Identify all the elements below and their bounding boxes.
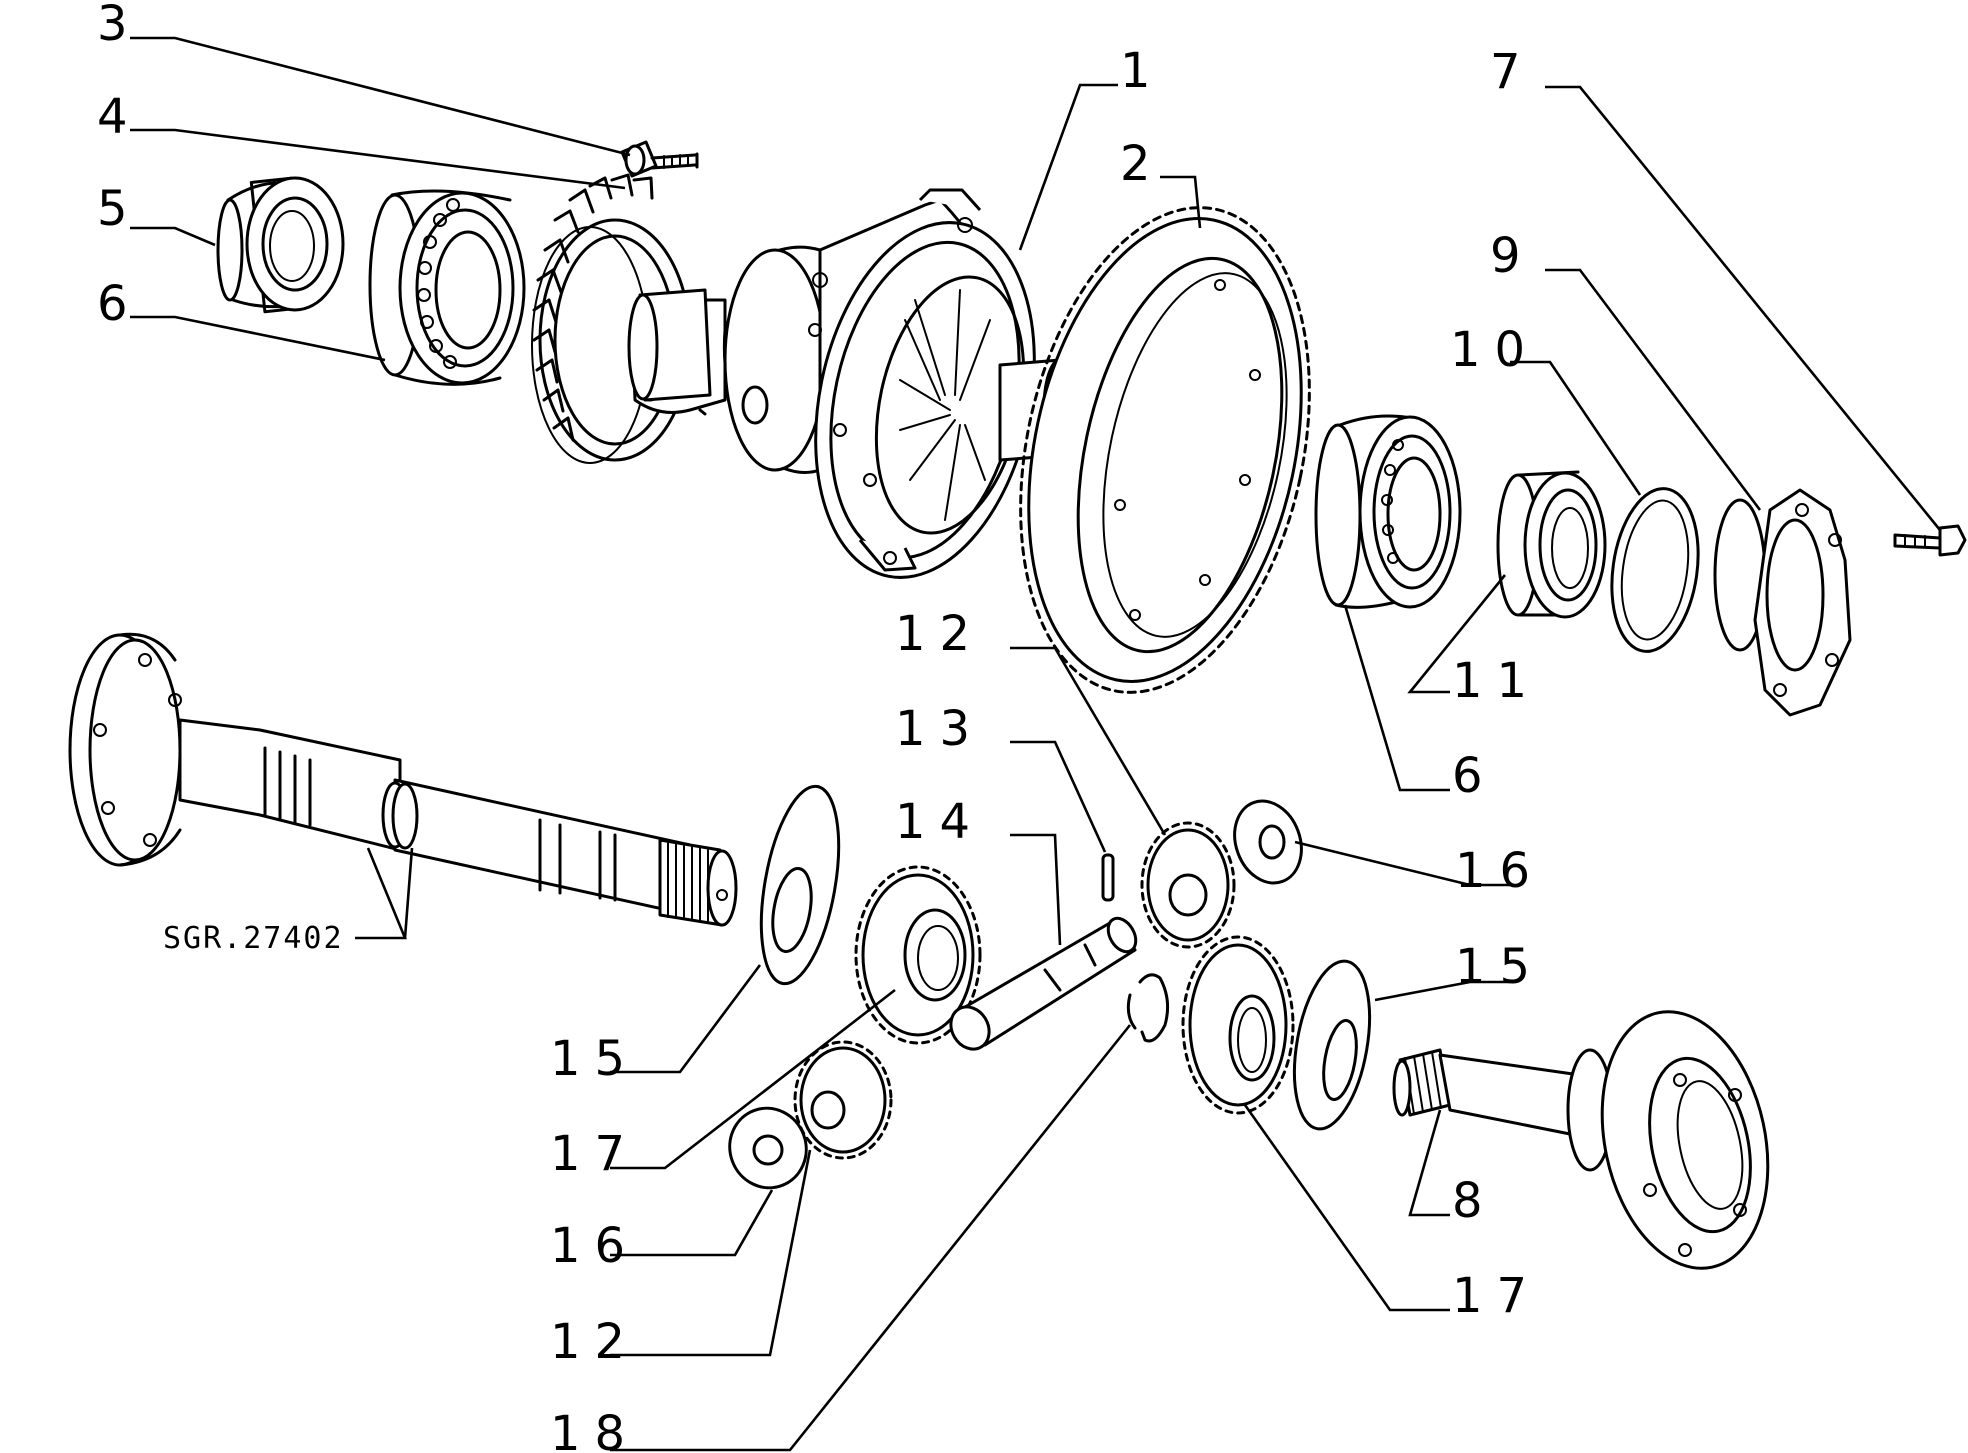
part-12-pinion-upper xyxy=(1140,821,1236,949)
part-14-pinion-shaft xyxy=(949,916,1138,1051)
part-2-ring-gear xyxy=(1019,206,1311,694)
callout-16-upper: 16 xyxy=(1455,843,1544,899)
callout-10: 10 xyxy=(1450,322,1539,378)
part-6-taper-bearing-top xyxy=(368,189,526,386)
callout-9: 9 xyxy=(1490,228,1535,284)
callout-2: 2 xyxy=(1120,136,1165,192)
part-15-washer-left xyxy=(759,784,841,986)
callout-15-left: 15 xyxy=(550,1031,639,1087)
part-16-washer-upper xyxy=(1233,799,1303,885)
callout-7: 7 xyxy=(1490,44,1535,100)
part-15-washer-right xyxy=(1293,959,1371,1131)
callout-18: 18 xyxy=(550,1406,639,1453)
callout-labels: 3 4 5 6 1 2 7 9 10 11 6 12 13 14 16 15 1… xyxy=(97,0,1544,1453)
callout-15-right: 15 xyxy=(1455,939,1544,995)
callout-17-right: 17 xyxy=(1452,1268,1541,1324)
callout-6-top: 6 xyxy=(97,276,142,332)
left-axle-shaft xyxy=(68,632,738,927)
part-5-bearing xyxy=(216,176,345,314)
part-1-differential-case xyxy=(627,188,1078,579)
part-18-circlip xyxy=(1126,973,1170,1043)
part-6-bearing-right xyxy=(1314,414,1462,609)
part-17-side-gear-right xyxy=(1181,935,1295,1115)
part-8-output-flange xyxy=(1392,1010,1770,1270)
callout-8: 8 xyxy=(1452,1173,1497,1229)
callout-12-lower: 12 xyxy=(550,1314,639,1370)
part-10-o-ring xyxy=(1610,487,1700,653)
callout-13: 13 xyxy=(895,701,984,757)
callout-17-left: 17 xyxy=(550,1126,639,1182)
callout-4: 4 xyxy=(97,89,142,145)
part-12-pinion-lower xyxy=(793,1040,893,1160)
part-11-seal xyxy=(1496,470,1607,619)
reference-code: SGR.27402 xyxy=(163,921,344,956)
callout-14: 14 xyxy=(895,794,984,850)
leader-lines xyxy=(130,36,1942,1452)
part-3-bolt xyxy=(620,140,699,178)
part-16-washer-lower xyxy=(728,1106,808,1190)
callout-12-upper: 12 xyxy=(895,606,984,662)
callout-11: 11 xyxy=(1452,653,1541,709)
part-7-bolt xyxy=(1893,524,1967,557)
callout-5: 5 xyxy=(97,181,142,237)
callout-3: 3 xyxy=(97,0,142,52)
callout-16-lower: 16 xyxy=(550,1218,639,1274)
part-13-pin xyxy=(1101,853,1115,902)
part-9-flange xyxy=(1713,488,1852,717)
callout-6-right: 6 xyxy=(1452,748,1497,804)
callout-1: 1 xyxy=(1120,43,1165,99)
